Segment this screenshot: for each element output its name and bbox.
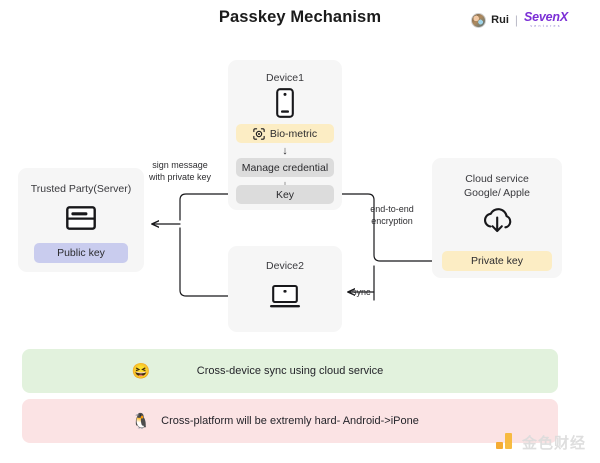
banner-cross-platform-text: Cross-platform will be extremly hard- An… — [161, 415, 419, 427]
device2-title: Device2 — [266, 260, 304, 272]
sevenx-logo: SevenX ventures — [524, 11, 568, 28]
device2-panel: Device2 — [228, 246, 342, 332]
public-key-label: Public key — [57, 247, 105, 259]
brand-name: Rui — [491, 14, 509, 26]
laptop-icon — [270, 284, 300, 308]
key-label: Key — [275, 188, 295, 201]
sync-label: sync — [352, 287, 371, 297]
biometric-face-icon — [253, 127, 265, 140]
bio-metric-label: Bio-metric — [269, 127, 318, 140]
phone-icon — [276, 88, 294, 118]
device1-title: Device1 — [266, 72, 304, 84]
encryption-line2: encryption — [371, 216, 413, 226]
watermark-logo-icon — [495, 432, 516, 453]
brand-separator: | — [514, 13, 519, 27]
device1-arrow-1-icon: ↓ — [282, 145, 288, 157]
laughing-face-emoji: 😆 — [131, 362, 151, 380]
page-title: Passkey Mechanism — [218, 8, 382, 26]
bio-metric-pill[interactable]: Bio-metric — [236, 124, 334, 143]
crying-face-emoji: 🐧 — [131, 412, 151, 430]
watermark-text: 金色财经 — [521, 434, 586, 452]
sign-message-line2: with private key — [148, 172, 212, 182]
sign-message-line1: sign message — [152, 160, 208, 170]
banner-cross-device-sync-text: Cross-device sync using cloud service — [196, 365, 384, 377]
cloud-download-icon — [484, 208, 512, 233]
encryption-line1: end-to-end — [370, 204, 414, 214]
private-key-pill[interactable]: Private key — [442, 251, 552, 271]
private-key-label: Private key — [471, 255, 523, 267]
encryption-label: end-to-end encryption — [342, 203, 442, 227]
sign-message-label: sign message with private key — [128, 159, 232, 183]
key-pill[interactable]: Key — [236, 185, 334, 204]
browser-window-icon — [66, 206, 96, 230]
cloud-service-title-line2: Google/ Apple — [464, 187, 530, 199]
cloud-service-title-line1: Cloud service — [465, 173, 529, 185]
avatar — [471, 12, 487, 28]
sevenx-logo-subtitle: ventures — [530, 23, 562, 28]
sevenx-logo-word: SevenX — [524, 10, 568, 25]
banner-cross-device-sync: 😆 Cross-device sync using cloud service — [22, 349, 558, 393]
banner-cross-platform: 🐧 Cross-platform will be extremly hard- … — [22, 399, 558, 443]
trusted-party-title: Trusted Party(Server) — [30, 183, 132, 195]
watermark: 金色财经 — [495, 432, 586, 453]
manage-credential-label: Manage credential — [241, 161, 329, 174]
public-key-pill[interactable]: Public key — [34, 243, 128, 263]
manage-credential-pill[interactable]: Manage credential — [236, 158, 334, 177]
brand-badge: Rui | SevenX ventures — [471, 11, 568, 29]
